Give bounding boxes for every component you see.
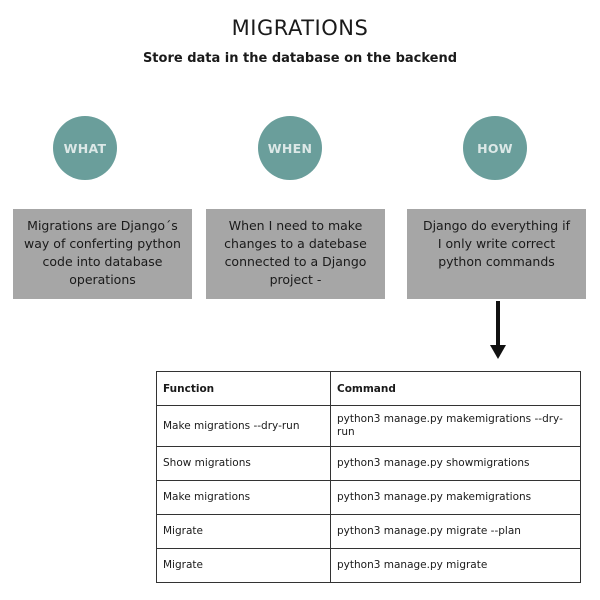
- table-cell-function: Make migrations: [156, 480, 331, 515]
- table-header-command: Command: [330, 371, 581, 406]
- table-row: Make migrations python3 manage.py makemi…: [156, 480, 581, 515]
- table-cell-command: python3 manage.py makemigrations --dry-r…: [330, 405, 581, 447]
- table-cell-command: python3 manage.py makemigrations: [330, 480, 581, 515]
- box-how: Django do everything if I only write cor…: [407, 209, 586, 299]
- circle-when: WHEN: [258, 116, 322, 180]
- box-what: Migrations are Django´s way of confertin…: [13, 209, 192, 299]
- page-subtitle: Store data in the database on the backen…: [142, 51, 458, 66]
- commands-table: Function Command Make migrations --dry-r…: [156, 371, 581, 583]
- circle-what: WHAT: [53, 116, 117, 180]
- table-row: Migrate python3 manage.py migrate: [156, 548, 581, 583]
- table-cell-command: python3 manage.py showmigrations: [330, 446, 581, 481]
- table-header-row: Function Command: [156, 371, 581, 406]
- table-row: Migrate python3 manage.py migrate --plan: [156, 514, 581, 549]
- circle-how: HOW: [463, 116, 527, 180]
- arrow-shaft: [496, 301, 500, 349]
- table-row: Show migrations python3 manage.py showmi…: [156, 446, 581, 481]
- table-row: Make migrations --dry-run python3 manage…: [156, 405, 581, 447]
- table-cell-function: Show migrations: [156, 446, 331, 481]
- table-cell-function: Make migrations --dry-run: [156, 405, 331, 447]
- table-cell-command: python3 manage.py migrate: [330, 548, 581, 583]
- table-cell-function: Migrate: [156, 548, 331, 583]
- box-when: When I need to make changes to a datebas…: [206, 209, 385, 299]
- page-title: MIGRATIONS: [231, 16, 369, 40]
- table-cell-command: python3 manage.py migrate --plan: [330, 514, 581, 549]
- arrow-head: [490, 345, 506, 359]
- table-header-function: Function: [156, 371, 331, 406]
- table-cell-function: Migrate: [156, 514, 331, 549]
